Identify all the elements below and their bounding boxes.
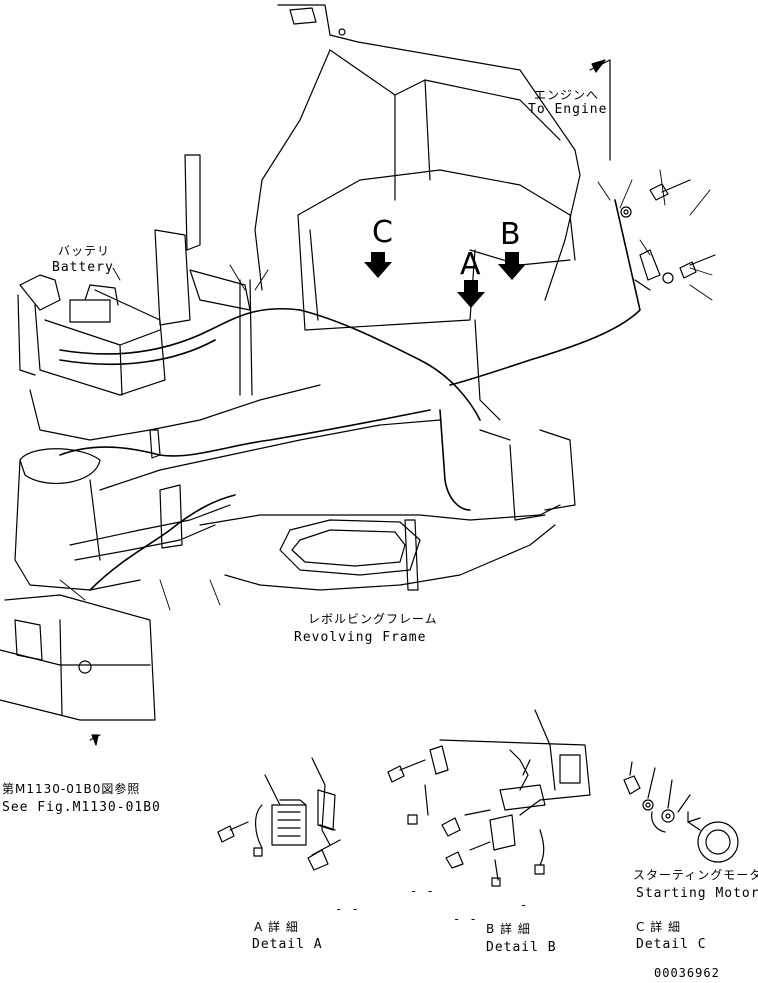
see-fig-label-en: See Fig.M1130-01B0 <box>2 800 161 815</box>
detail-b-drawing <box>387 709 591 887</box>
to-engine-arrow <box>589 59 611 161</box>
detail-b-title-en: Detail B <box>486 940 557 955</box>
detail-a-title-en: Detail A <box>252 937 323 952</box>
revolving-frame <box>14 154 576 591</box>
leader-lines <box>59 169 713 611</box>
engine-housing <box>297 169 576 421</box>
battery-box <box>17 274 166 396</box>
side-cover <box>0 594 156 746</box>
marker-b-label: B <box>500 217 521 252</box>
wiring-harness <box>59 199 641 591</box>
starting-motor-label-en: Starting Motor <box>636 886 758 901</box>
marker-arrows <box>364 252 526 308</box>
frame-label-jp: レボルビングフレーム <box>308 612 438 626</box>
dash-mark: - - <box>410 884 435 898</box>
detail-c-drawing <box>623 761 739 863</box>
frame-label-en: Revolving Frame <box>294 630 427 645</box>
marker-c-label: C <box>372 215 393 250</box>
detail-c-title-en: Detail C <box>636 937 707 952</box>
detail-b-title-jp: B 詳 細 <box>486 922 531 936</box>
marker-a-label: A <box>460 247 481 282</box>
battery-label-jp: バッテリ <box>58 244 111 258</box>
starting-motor-label-jp: スターティングモータ <box>633 868 758 882</box>
detail-a-title-jp: A 詳 細 <box>254 920 299 934</box>
dash-mark: - - <box>335 902 360 916</box>
dash-mark: - - <box>453 912 478 926</box>
see-fig-label-jp: 第M1130-01B0図参照 <box>2 782 141 796</box>
dash-mark: - <box>520 898 529 912</box>
drawing-number: 00036962 <box>654 966 720 980</box>
to-engine-label-jp: エンジンへ <box>534 88 600 102</box>
battery-label-en: Battery <box>52 260 114 275</box>
to-engine-label-en: To Engine <box>528 102 608 117</box>
rear-plate <box>254 4 581 301</box>
detail-c-title-jp: C 詳 細 <box>636 920 682 934</box>
detail-a-drawing <box>217 757 341 871</box>
right-fasteners <box>620 179 716 291</box>
